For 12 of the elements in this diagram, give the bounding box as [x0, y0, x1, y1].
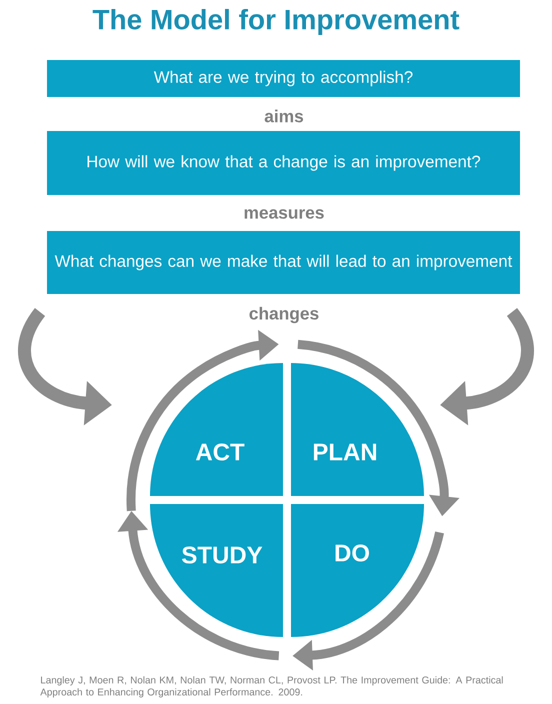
- section-label: measures: [244, 209, 324, 219]
- title: The Model for Improvement: [92, 8, 460, 36]
- question-box: What changes can we make that will lead to an improvement: [47, 231, 520, 294]
- quadrant: STUDY: [150, 504, 283, 637]
- quadrant: DO: [291, 504, 424, 637]
- quadrant: PLAN: [291, 363, 424, 496]
- citation: Langley J, Moen R, Nolan KM, Nolan TW, Norman CL, Provost LP. The Improvement Guide: A Practical Approach to Enhancing Organizational Performance. 2009.: [40, 676, 503, 698]
- question-box: How will we know that a change is an improvement?: [47, 131, 520, 195]
- section-label: aims: [264, 110, 304, 122]
- question-box: What are we trying to accomplish?: [47, 60, 520, 97]
- section-label: changes: [250, 306, 318, 324]
- quadrant: ACT: [150, 363, 283, 496]
